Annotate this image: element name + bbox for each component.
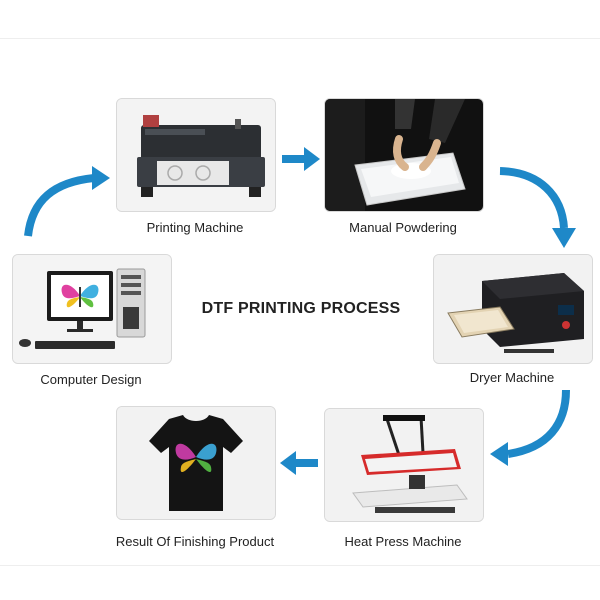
label-manual-powdering: Manual Powdering [349,220,457,235]
arrowhead-heatpress-to-result [280,451,296,475]
card-manual-powdering [324,98,484,212]
arrowhead-computer-to-printing [92,166,110,190]
computer-illustration [13,255,171,363]
dryer-illustration [434,255,592,363]
arrow-heatpress-to-result [296,459,318,467]
card-dryer-machine [433,254,593,364]
arrow-powdering-to-dryer [499,167,568,229]
diagram-title: DTF PRINTING PROCESS [201,300,401,317]
card-printing-machine [116,98,276,212]
card-result-product [116,406,276,520]
label-dryer-machine: Dryer Machine [469,370,555,385]
arrowhead-printing-to-powdering [304,147,320,171]
arrowhead-dryer-to-heatpress [490,442,508,466]
printer-illustration [117,99,275,211]
arrow-computer-to-printing [24,174,95,237]
card-heat-press [324,408,484,522]
arrow-printing-to-powdering [282,155,304,163]
label-computer-design: Computer Design [40,372,142,387]
arrow-dryer-to-heatpress [507,389,570,458]
label-printing-machine: Printing Machine [146,220,244,235]
card-computer-design [12,254,172,364]
label-heat-press: Heat Press Machine [344,534,462,549]
arrowhead-powdering-to-dryer [552,228,576,248]
powdering-illustration [325,99,483,211]
tshirt-illustration [117,407,275,519]
label-result-product: Result Of Finishing Product [115,534,275,549]
heat-press-illustration [325,409,483,521]
